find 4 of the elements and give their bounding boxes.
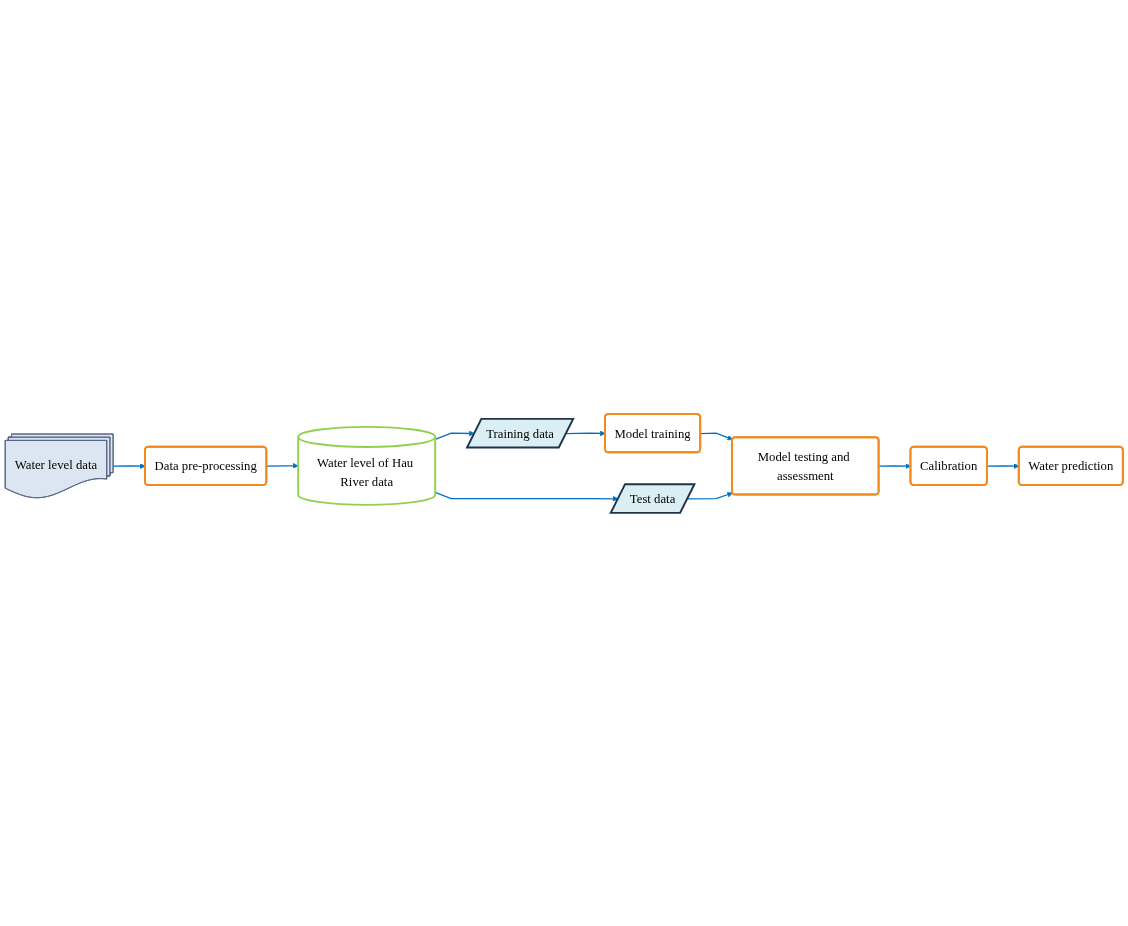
arrow <box>434 430 475 440</box>
arrow <box>434 491 619 502</box>
arrow <box>686 491 733 499</box>
arrow <box>266 462 299 469</box>
